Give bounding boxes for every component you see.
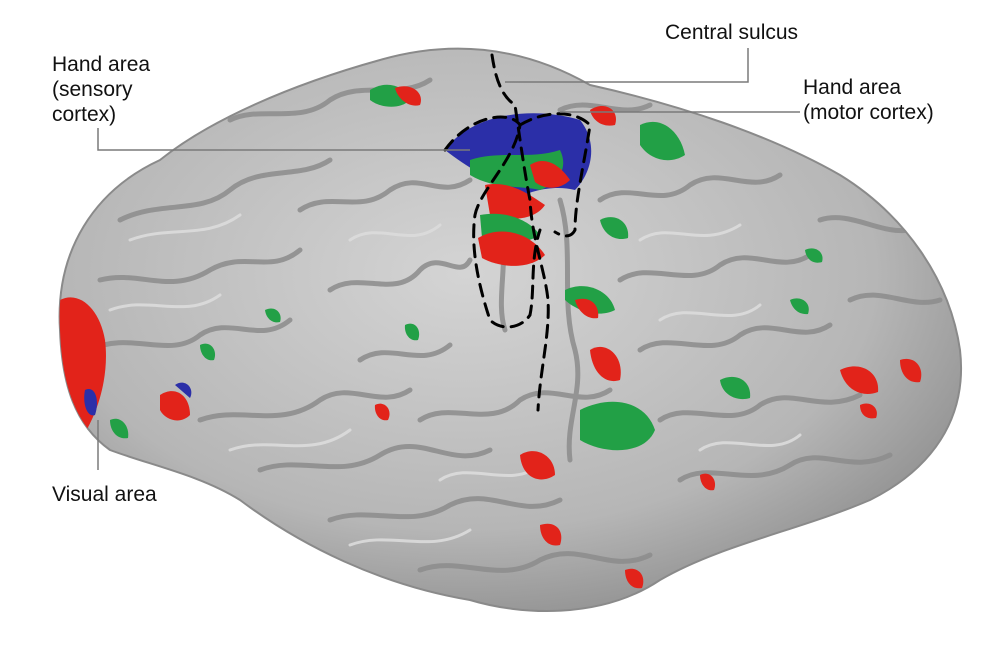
label-visual-area: Visual area <box>52 483 157 506</box>
label-hand-area-motor-line-2: (motor cortex) <box>803 101 934 124</box>
sensory-hand-outline <box>443 115 542 329</box>
leader-central-sulcus <box>505 48 749 83</box>
label-hand-area-sensory-line-1: Hand area <box>52 53 151 76</box>
label-hand-area-sensory-line-2: (sensory <box>52 78 133 101</box>
label-hand-area-sensory-line-3: cortex) <box>52 103 117 126</box>
region-outlines <box>443 53 592 412</box>
central-sulcus-outline <box>490 53 550 412</box>
leader-lines <box>97 48 800 470</box>
motor-hand-outline <box>518 112 592 238</box>
label-hand-area-motor: Hand area (motor cortex) <box>803 75 934 125</box>
brain-silhouette <box>58 47 962 612</box>
activation-scattered <box>200 84 922 589</box>
label-central-sulcus: Central sulcus <box>665 21 799 44</box>
leader-sensory <box>97 128 470 151</box>
label-hand-area-sensory: Hand area (sensory cortex) <box>52 52 150 127</box>
label-hand-area-motor-line-1: Hand area <box>803 76 902 99</box>
